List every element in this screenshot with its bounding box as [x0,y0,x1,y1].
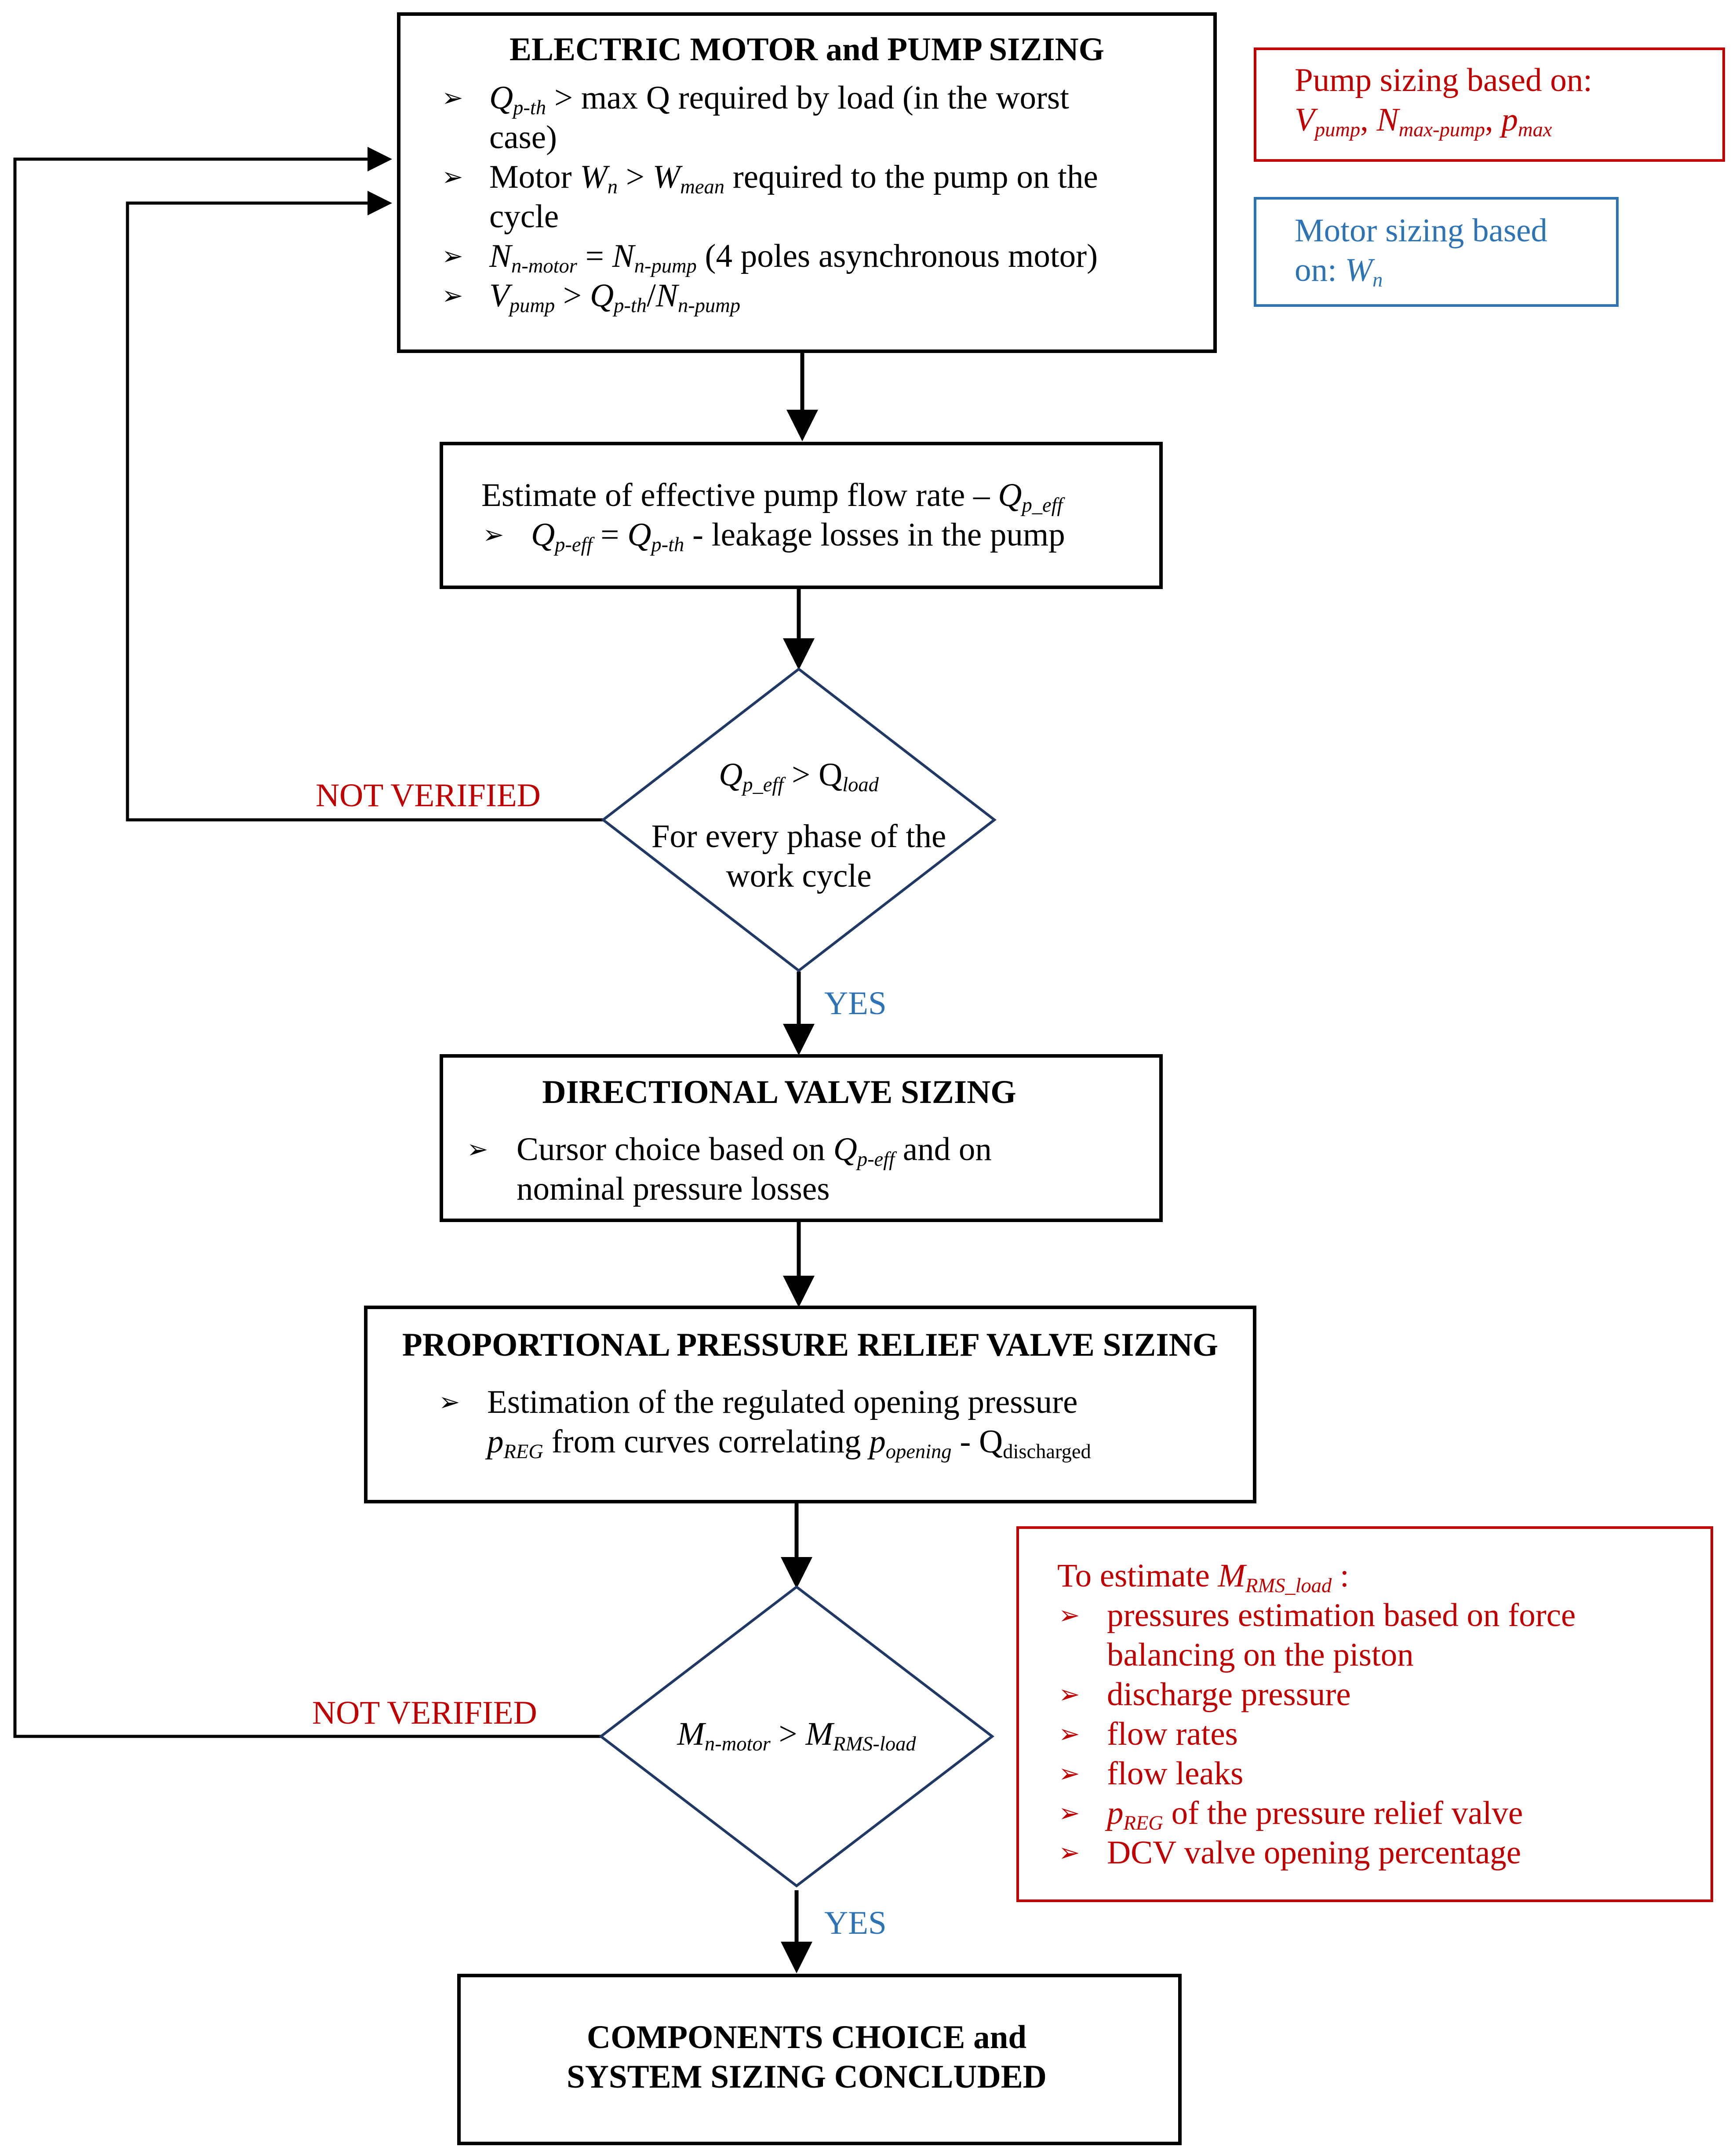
bullet-icon: ➢ [483,520,504,549]
rms-item-dcv: DCV valve opening percentage [1107,1834,1521,1871]
yes-label-2: YES [824,1905,887,1941]
bullet-speed: Nn-motor = Nn-pump (4 poles asynchronous… [489,238,1098,278]
bullet-icon: ➢ [1059,1799,1080,1827]
bullet-motor-wn: Motor Wn > Wmean required to the pump on… [489,159,1098,199]
bullet-icon: ➢ [442,163,463,191]
pressure-relief-bullet: Estimation of the regulated opening pres… [487,1384,1078,1420]
pump-sizing-note-line2: Vpump, Nmax-pump, pmax [1295,102,1552,142]
directional-valve-box [440,1054,1163,1222]
bullet-icon: ➢ [1059,1601,1080,1630]
bullet-icon: ➢ [442,281,463,310]
bullet-icon: ➢ [442,84,463,112]
not-verified-label-2: NOT VERIFIED [312,1695,537,1731]
pump-sizing-note-line1: Pump sizing based on: [1295,62,1593,98]
bullet-icon: ➢ [1059,1720,1080,1748]
directional-valve-bullet: Cursor choice based on Qp-eff and on [517,1131,992,1171]
pressure-relief-box [364,1306,1256,1503]
motor-pump-sizing-box [397,12,1217,353]
rms-item-pressures-line2: balancing on the piston [1107,1637,1414,1673]
motor-sizing-note-line2: on: Wn [1295,252,1383,292]
rms-item-flow-leaks: flow leaks [1107,1755,1244,1792]
decision-1-line3: work cycle [726,858,872,894]
bullet-displacement: Vpump > Qp-th/Nn-pump [489,277,741,317]
motor-pump-sizing-title: ELECTRIC MOTOR and PUMP SIZING [509,31,1105,68]
directional-valve-title: DIRECTIONAL VALVE SIZING [542,1074,1016,1110]
decision-1-condition: Qp_eff > Qload [719,757,879,797]
rms-load-note-title: To estimate MRMS_load : [1057,1557,1349,1597]
decision-diamond-2 [599,1585,994,1888]
effective-flow-bullet: Qp-eff = Qp-th - leakage losses in the p… [531,517,1065,557]
bullet-icon: ➢ [439,1388,460,1416]
rms-item-discharge: discharge pressure [1107,1676,1351,1713]
loop-not-verified-1 [126,191,603,822]
final-box [457,1974,1182,2145]
bullet-qpth: Qp-th > max Q required by load (in the w… [489,80,1070,120]
rms-item-preg: pREG of the pressure relief valve [1107,1795,1523,1835]
bullet-icon: ➢ [442,242,463,270]
bullet-icon: ➢ [1059,1680,1080,1709]
pressure-relief-title: PROPORTIONAL PRESSURE RELIEF VALVE SIZIN… [402,1327,1219,1363]
bullet-icon: ➢ [1059,1759,1080,1788]
loop-not-verified-2 [13,147,601,1738]
bullet-motor-wn-line2: cycle [489,198,559,235]
pump-sizing-note [1254,47,1725,162]
pressure-relief-bullet-line2: pREG from curves correlating popening - … [487,1423,1091,1463]
decision-diamond-1 [601,667,997,972]
motor-sizing-note [1254,197,1619,307]
not-verified-label-1: NOT VERIFIED [316,777,541,814]
decision-2-condition: Mn-motor > MRMS-load [677,1716,916,1756]
rms-load-note [1016,1526,1713,1902]
bullet-icon: ➢ [467,1135,488,1164]
bullet-qpth-line2: case) [489,119,557,156]
motor-sizing-note-line1: Motor sizing based [1295,212,1547,249]
yes-label-1: YES [824,985,887,1022]
directional-valve-bullet-line2: nominal pressure losses [517,1171,830,1207]
final-box-line2: SYSTEM SIZING CONCLUDED [567,2059,1047,2095]
effective-flow-box [440,442,1163,589]
effective-flow-line1: Estimate of effective pump flow rate – Q… [481,477,1063,517]
rms-item-flow-rates: flow rates [1107,1716,1238,1752]
rms-item-pressures: pressures estimation based on force [1107,1597,1576,1634]
bullet-icon: ➢ [1059,1838,1080,1867]
final-box-line1: COMPONENTS CHOICE and [586,2019,1027,2056]
decision-1-line2: For every phase of the [651,818,946,855]
